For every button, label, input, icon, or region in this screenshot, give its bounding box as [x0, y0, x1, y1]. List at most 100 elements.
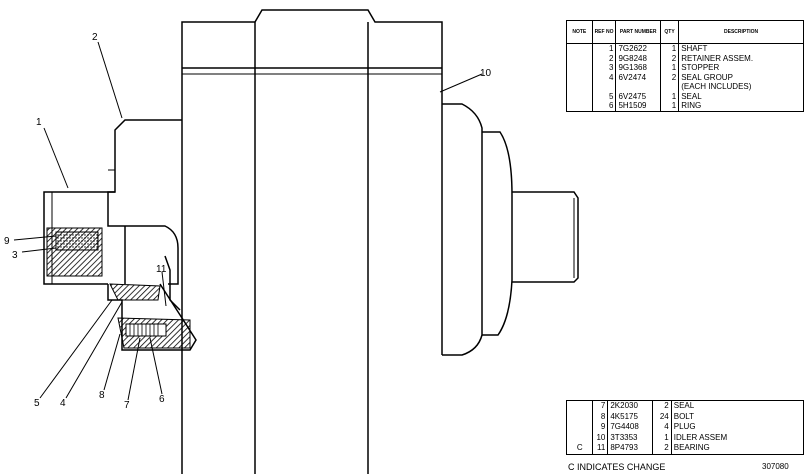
cell-qty: 24	[651, 411, 672, 422]
header-desc: DESCRIPTION	[678, 20, 804, 44]
cell-note	[565, 432, 593, 443]
cell-ref: 7	[592, 400, 608, 412]
cell-qty: 2	[651, 443, 672, 454]
cell-part: 3T3353	[607, 432, 653, 443]
cell-qty: 2	[659, 53, 679, 63]
cell-note	[565, 411, 593, 422]
cell-qty: 1	[651, 432, 672, 443]
cell-ref: 8	[592, 411, 608, 422]
cell-part: 7G2622	[615, 43, 661, 54]
cell-part: 7G4408	[607, 422, 653, 433]
parts-table-header: NOTE REF NO PART NUMBER QTY DESCRIPTION	[566, 20, 804, 44]
callout-7: 7	[124, 400, 130, 411]
callout-9: 9	[4, 236, 10, 247]
cell-note	[566, 63, 593, 73]
cell-qty: 1	[659, 43, 679, 54]
cell-qty: 1	[659, 63, 679, 73]
table-row: (EACH INCLUDES)	[566, 82, 804, 92]
cell-ref: 6	[591, 101, 616, 111]
drawing-number: 307080	[762, 462, 789, 471]
header-qty: QTY	[659, 20, 679, 44]
cell-note	[566, 43, 593, 54]
cell-part: 8P4793	[607, 443, 653, 454]
cell-desc: BOLT	[670, 411, 804, 422]
cell-part: 4K5175	[607, 411, 653, 422]
callout-2: 2	[92, 32, 98, 43]
parts-table-top: NOTE REF NO PART NUMBER QTY DESCRIPTION …	[566, 20, 804, 112]
cell-ref: 4	[591, 72, 616, 82]
cell-desc: SEAL	[678, 91, 804, 101]
cell-part: 6V2475	[615, 91, 661, 101]
cell-qty: 1	[659, 91, 679, 101]
cell-note	[565, 422, 593, 433]
cell-qty: 4	[651, 422, 672, 433]
callout-8: 8	[99, 390, 105, 401]
header-note: NOTE	[566, 20, 593, 44]
cell-part: 6V2474	[615, 72, 661, 82]
cell-desc: RETAINER ASSEM.	[678, 53, 804, 63]
cell-desc: SHAFT	[678, 43, 804, 54]
header-ref: REF NO	[591, 20, 616, 44]
callout-11: 11	[156, 264, 167, 275]
cell-desc: STOPPER	[678, 63, 804, 73]
cell-ref: 3	[591, 63, 616, 73]
cell-part: 9G1368	[615, 63, 661, 73]
cell-qty: 2	[651, 400, 672, 412]
callout-1: 1	[36, 117, 42, 128]
cell-note	[565, 400, 593, 412]
hub-cap-outline	[181, 9, 443, 68]
cell-ref: 5	[591, 91, 616, 101]
cell-note	[566, 101, 593, 111]
cell-desc: IDLER ASSEM	[670, 432, 804, 443]
cell-qty	[659, 82, 679, 92]
cell-desc: SEAL	[670, 400, 804, 412]
cell-part	[615, 82, 661, 92]
cell-note	[566, 53, 593, 63]
callout-6: 6	[159, 394, 165, 405]
header-part: PART NUMBER	[615, 20, 661, 44]
cell-ref: 1	[591, 43, 616, 54]
cell-qty: 2	[659, 72, 679, 82]
cell-desc: RING	[678, 101, 804, 111]
cell-ref: 2	[591, 53, 616, 63]
cell-note: C	[565, 443, 593, 454]
right-shaft	[512, 191, 579, 283]
cell-desc: PLUG	[670, 422, 804, 433]
cell-desc: (EACH INCLUDES)	[678, 82, 804, 92]
left-retainer	[107, 119, 182, 227]
cell-ref: 9	[592, 422, 608, 433]
cell-note	[566, 72, 593, 82]
left-shaft	[43, 191, 115, 285]
cell-part: 2K2030	[607, 400, 653, 412]
callout-5: 5	[34, 398, 40, 409]
right-boss	[442, 103, 483, 356]
cell-qty: 1	[659, 101, 679, 111]
cell-note	[566, 82, 593, 92]
cell-desc: SEAL GROUP	[678, 72, 804, 82]
change-footnote: C INDICATES CHANGE	[568, 462, 666, 472]
callout-10: 10	[480, 68, 492, 79]
cell-note	[566, 91, 593, 101]
cell-part: 9G8248	[615, 53, 661, 63]
cell-ref	[591, 82, 616, 92]
seal-section	[109, 283, 161, 301]
callout-4: 4	[60, 398, 66, 409]
cell-desc: BEARING	[670, 443, 804, 454]
callout-3: 3	[12, 250, 18, 261]
cell-part: 5H1509	[615, 101, 661, 111]
plug-section	[55, 231, 99, 251]
cell-ref: 10	[592, 432, 608, 443]
